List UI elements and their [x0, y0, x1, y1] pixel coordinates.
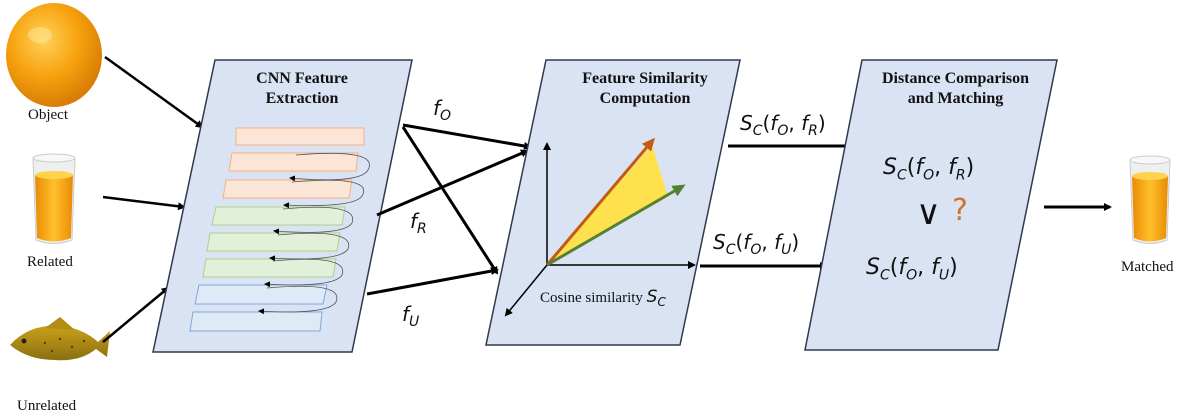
z-axis [504, 264, 548, 317]
unrelated-label: Unrelated [17, 398, 77, 414]
matched-juice-image [1129, 155, 1171, 244]
fo-to-fr-arrow [402, 123, 532, 150]
vector-plot [504, 137, 696, 317]
fish-image [10, 317, 110, 361]
fr-arrow [376, 149, 529, 217]
fu-label: fU [402, 302, 420, 330]
similarity-title: Feature Similarity Computation [582, 70, 708, 107]
skip-connection-3 [273, 206, 354, 235]
orange-image [6, 3, 102, 107]
skip-connection-2 [283, 179, 365, 209]
comparison-panel [804, 59, 1058, 351]
cnn-title: CNN Feature Extraction [256, 70, 348, 107]
compare-sc-fr: SC(fO, fR) [883, 155, 975, 184]
skip-connection-5 [264, 258, 344, 288]
skip-connection-1 [289, 152, 370, 182]
layer-2 [228, 152, 359, 172]
unrelated-arrow [102, 286, 170, 343]
skip-connection-6 [258, 285, 338, 315]
sc-fo-fu-arrow-label: SC(fO, fU) [713, 230, 800, 258]
layer-4 [211, 206, 346, 226]
layer-7 [194, 284, 328, 305]
vector-orange [545, 137, 655, 266]
angle-fill [547, 145, 668, 265]
cnn-layers [189, 127, 370, 332]
fo-to-fu-arrow [401, 126, 499, 275]
related-label: Related [27, 254, 73, 270]
comparison-title: Distance Comparison and Matching [881, 70, 1030, 107]
related-arrow [102, 195, 186, 211]
cosine-similarity-label: Cosine similarity SC [540, 287, 666, 309]
question-mark: ? [952, 193, 968, 228]
layer-8 [189, 311, 323, 332]
vector-green [546, 184, 686, 267]
fr-label: fR [410, 209, 427, 237]
object-label: Object [28, 107, 68, 123]
comparison-symbol: ∨ [916, 193, 941, 233]
layer-3 [222, 179, 353, 199]
juice-glass-image [32, 153, 76, 244]
layer-6 [202, 258, 337, 278]
layer-5 [206, 232, 341, 252]
compare-sc-fu: SC(fO, fU) [866, 255, 958, 284]
layer-1 [235, 127, 365, 146]
fo-label: fO [433, 96, 452, 124]
matched-label: Matched [1121, 259, 1174, 275]
object-arrow [104, 55, 204, 129]
sc-fo-fr-arrow-label: SC(fO, fR) [740, 111, 826, 139]
fu-arrow [366, 267, 499, 296]
